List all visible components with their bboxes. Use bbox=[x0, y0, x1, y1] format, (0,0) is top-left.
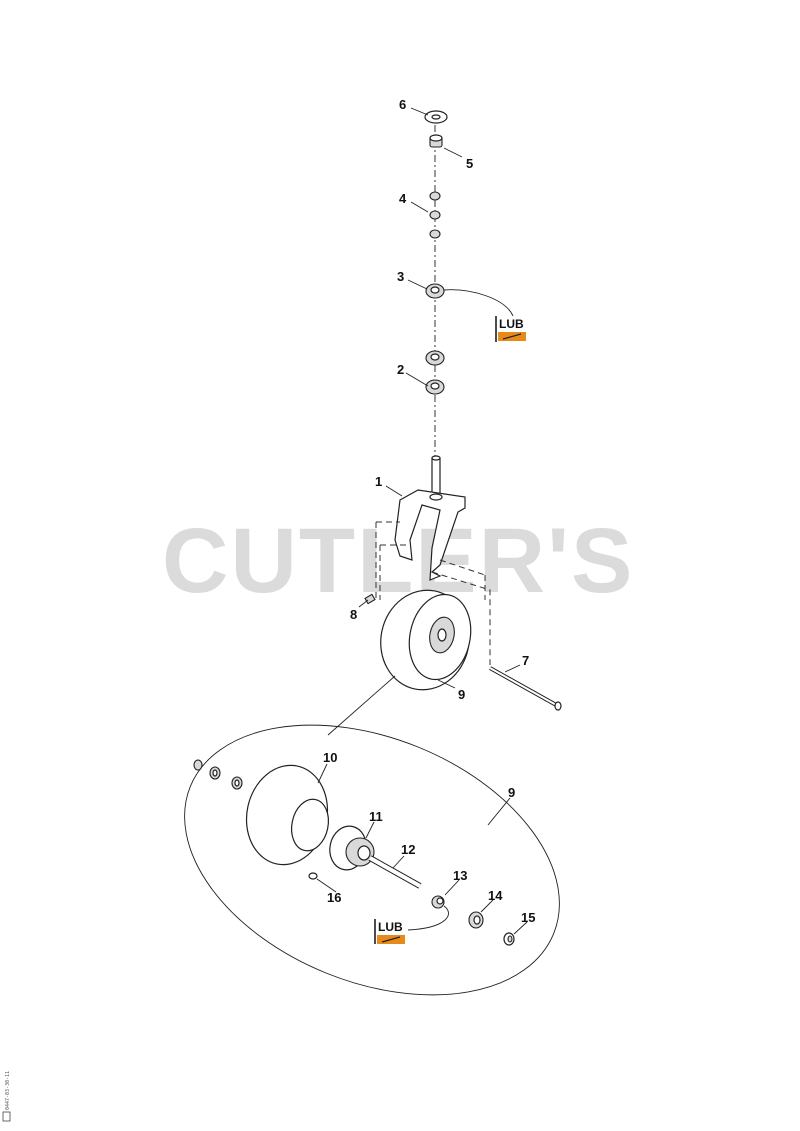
callout-leaders bbox=[316, 107, 528, 935]
part-6-washer[interactable] bbox=[424, 110, 448, 124]
callout-9-detail[interactable]: 9 bbox=[508, 785, 515, 800]
part-5-nut[interactable] bbox=[429, 134, 443, 148]
callout-10[interactable]: 10 bbox=[323, 750, 337, 765]
detail-lug-nuts[interactable] bbox=[193, 759, 243, 790]
callout-14[interactable]: 14 bbox=[488, 888, 503, 903]
detail-leader-line bbox=[327, 675, 396, 736]
lub-label-lower: LUB bbox=[378, 920, 403, 934]
callout-16[interactable]: 16 bbox=[327, 890, 341, 905]
part-2-bearing[interactable] bbox=[425, 350, 445, 395]
part-1-caster-yoke[interactable] bbox=[394, 455, 466, 581]
callout-8[interactable]: 8 bbox=[350, 607, 357, 622]
part-7-axle-bolt[interactable] bbox=[489, 666, 562, 711]
part-11-rim[interactable] bbox=[326, 823, 375, 874]
part-3-bearing[interactable] bbox=[425, 283, 445, 299]
callout-6[interactable]: 6 bbox=[399, 97, 406, 112]
part-10-tire[interactable] bbox=[237, 758, 336, 872]
callout-13[interactable]: 13 bbox=[453, 868, 467, 883]
lub-label-upper: LUB bbox=[499, 317, 524, 331]
callout-4[interactable]: 4 bbox=[399, 191, 407, 206]
part-9-wheel-assembly[interactable] bbox=[372, 582, 479, 698]
part-15-nut[interactable] bbox=[503, 932, 515, 946]
callout-12[interactable]: 12 bbox=[401, 842, 415, 857]
lub-badge-upper: LUB bbox=[495, 316, 526, 342]
side-reference-code: 0447-03-30-11 bbox=[5, 1071, 11, 1110]
callout-15[interactable]: 15 bbox=[521, 910, 535, 925]
side-reference-box bbox=[2, 1111, 11, 1122]
yoke-dash-right bbox=[431, 559, 491, 665]
callout-1[interactable]: 1 bbox=[375, 474, 382, 489]
part-16-valve-stem[interactable] bbox=[308, 872, 318, 880]
callout-3[interactable]: 3 bbox=[397, 269, 404, 284]
part-14-spacer[interactable] bbox=[468, 911, 484, 929]
callout-2[interactable]: 2 bbox=[397, 362, 404, 377]
lub-leader-upper bbox=[443, 289, 514, 317]
callout-9-wheel[interactable]: 9 bbox=[458, 687, 465, 702]
callout-11[interactable]: 11 bbox=[369, 809, 383, 824]
part-13-bearing[interactable] bbox=[431, 895, 445, 909]
wheel-detail-ellipse bbox=[184, 724, 560, 996]
yoke-dash-left bbox=[375, 521, 410, 600]
part-12-axle-pin[interactable] bbox=[368, 855, 422, 889]
callout-7[interactable]: 7 bbox=[522, 653, 529, 668]
lub-leader-lower bbox=[407, 905, 449, 931]
callout-5[interactable]: 5 bbox=[466, 156, 473, 171]
lub-badge-lower: LUB bbox=[374, 919, 405, 944]
part-4-spacers[interactable] bbox=[429, 191, 441, 239]
